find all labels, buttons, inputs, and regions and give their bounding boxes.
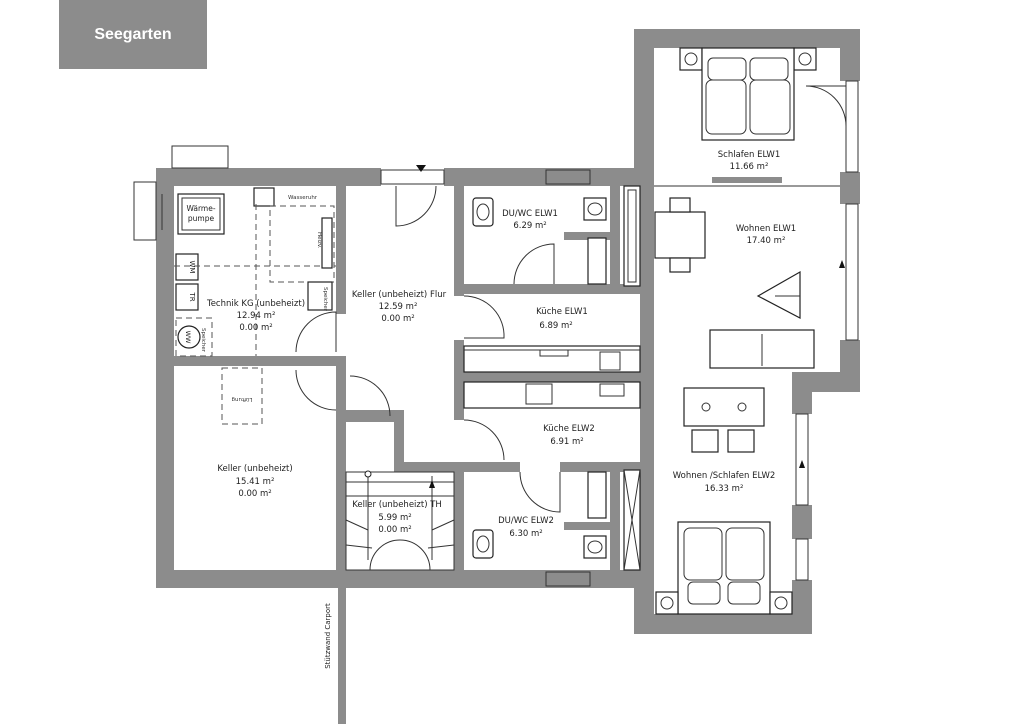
- svg-text:0.00 m²: 0.00 m²: [378, 525, 411, 535]
- room-label-schlafen-elw1: Schlafen ELW1 11.66 m²: [718, 150, 780, 172]
- svg-text:Keller (unbeheizt): Keller (unbeheizt): [217, 464, 292, 474]
- svg-text:DU/WC ELW1: DU/WC ELW1: [502, 209, 558, 219]
- room-label-technik: Technik KG (unbeheizt) 12.94 m² 0.00 m²: [206, 299, 305, 333]
- svg-text:Schlafen ELW1: Schlafen ELW1: [718, 150, 780, 160]
- svg-text:Keller (unbeheizt) Flur: Keller (unbeheizt) Flur: [352, 290, 447, 300]
- svg-text:Küche ELW1: Küche ELW1: [536, 307, 588, 317]
- project-tag: Seegarten: [59, 0, 207, 69]
- svg-text:Technik KG (unbeheizt): Technik KG (unbeheizt): [206, 299, 305, 309]
- carport-wall: [338, 588, 346, 724]
- technik-equipment: [174, 187, 336, 425]
- svg-text:6.29 m²: 6.29 m²: [513, 221, 546, 231]
- svg-text:0.00 m²: 0.00 m²: [239, 323, 272, 333]
- room-label-kueche-elw1: Küche ELW1 6.89 m²: [536, 307, 588, 331]
- svg-text:15.41 m²: 15.41 m²: [236, 477, 275, 487]
- svg-text:Keller (unbeheizt) TH: Keller (unbeheizt) TH: [352, 500, 442, 510]
- kitchen-counters: [463, 345, 641, 409]
- living-elw1-furniture: [654, 197, 845, 369]
- carport-label: Stützwand Carport: [324, 603, 332, 669]
- room-label-keller-th: Keller (unbeheizt) TH 5.99 m² 0.00 m²: [352, 500, 442, 535]
- svg-text:Wohnen ELW1: Wohnen ELW1: [736, 224, 796, 234]
- room-label-wohnen-schlafen-elw2: Wohnen /Schlafen ELW2 16.33 m²: [673, 471, 776, 494]
- room-label-keller-flur: Keller (unbeheizt) Flur 12.59 m² 0.00 m²: [352, 290, 447, 324]
- svg-text:12.59 m²: 12.59 m²: [379, 302, 418, 312]
- heizung-label: Heizv.: [316, 232, 322, 249]
- svg-text:0.00 m²: 0.00 m²: [238, 489, 271, 499]
- svg-text:17.40 m²: 17.40 m²: [747, 236, 786, 246]
- lueftung-label: Lüftung: [232, 396, 253, 402]
- svg-text:6.91 m²: 6.91 m²: [550, 437, 583, 447]
- svg-text:12.94 m²: 12.94 m²: [237, 311, 276, 321]
- room-label-duwc-elw2: DU/WC ELW2 6.30 m²: [498, 516, 554, 539]
- svg-text:11.66 m²: 11.66 m²: [730, 162, 769, 172]
- svg-text:DU/WC ELW2: DU/WC ELW2: [498, 516, 554, 526]
- ww-label: WW: [184, 331, 192, 344]
- room-label-kueche-elw2: Küche ELW2 6.91 m²: [543, 424, 595, 447]
- waermepumpe-label: Wärme-: [186, 204, 215, 213]
- speicher-round-label: Speicher: [200, 328, 206, 353]
- svg-text:0.00 m²: 0.00 m²: [381, 314, 414, 324]
- tr-label: TR: [188, 291, 196, 301]
- svg-text:6.30 m²: 6.30 m²: [509, 529, 542, 539]
- waermepumpe-label-2: pumpe: [188, 214, 215, 223]
- doors: [295, 85, 847, 513]
- wardrobes: [623, 185, 641, 571]
- speicher-label: Speicher: [322, 287, 328, 312]
- room-label-wohnen-elw1: Wohnen ELW1 17.40 m²: [736, 224, 796, 246]
- wasseruhr-label: Wasseruhr: [288, 195, 318, 201]
- room-label-duwc-elw1: DU/WC ELW1 6.29 m²: [502, 209, 558, 231]
- wm-label: WM: [188, 261, 196, 274]
- svg-text:6.89 m²: 6.89 m²: [539, 321, 572, 331]
- room-label-keller: Keller (unbeheizt) 15.41 m² 0.00 m²: [217, 464, 292, 499]
- living-elw2-furniture: [655, 387, 805, 615]
- svg-text:5.99 m²: 5.99 m²: [378, 513, 411, 523]
- bedroom-elw1-furniture: [654, 47, 840, 187]
- walls: [156, 29, 860, 634]
- svg-text:Küche ELW2: Küche ELW2: [543, 424, 595, 434]
- svg-text:16.33 m²: 16.33 m²: [705, 484, 744, 494]
- bathroom-fixtures: [472, 197, 607, 559]
- windows: [133, 80, 859, 587]
- svg-text:Wohnen /Schlafen ELW2: Wohnen /Schlafen ELW2: [673, 471, 776, 481]
- staircase: [345, 470, 455, 571]
